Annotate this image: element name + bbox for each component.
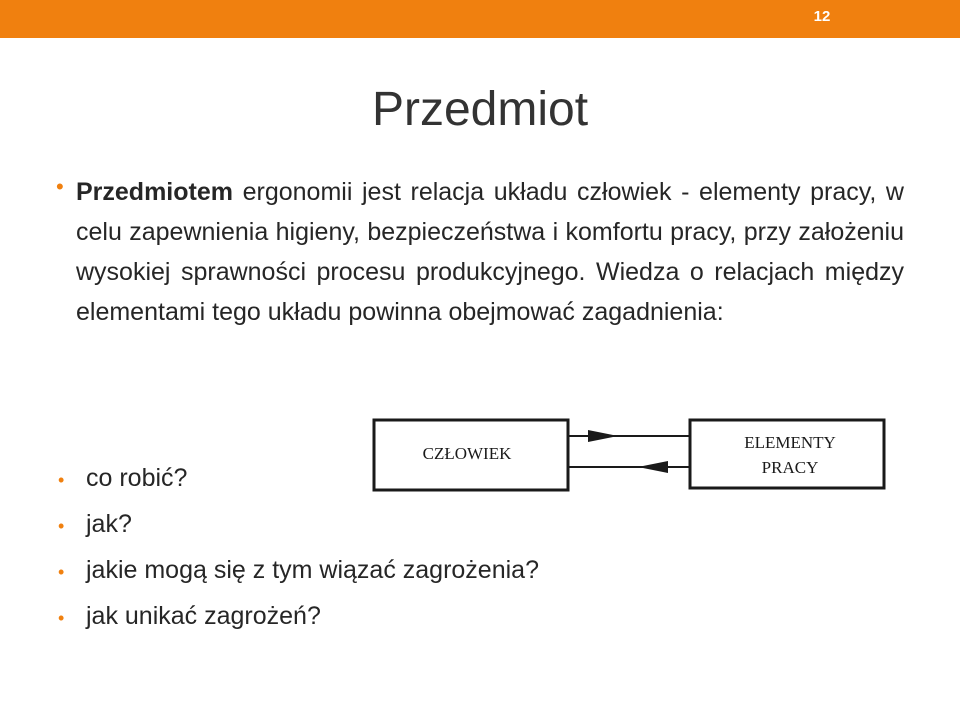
sub-bullet-item: • jakie mogą się z tym wiązać zagrożenia…: [56, 550, 756, 596]
diagram-arrow-right-icon: [588, 430, 618, 442]
sub-bullet-item: • co robić?: [56, 458, 756, 504]
diagram-label-pracy: PRACY: [762, 458, 819, 477]
sub-bullet-item: • jak?: [56, 504, 756, 550]
bullet-dot-icon: •: [58, 608, 65, 628]
sub-bullet-text: jak?: [86, 510, 132, 538]
sub-bullet-text: jakie mogą się z tym wiązać zagrożenia?: [86, 556, 539, 584]
slide-title: Przedmiot: [371, 83, 589, 136]
relation-diagram: CZŁOWIEK ELEMENTY PRACY: [372, 418, 886, 492]
diagram-arrow-left-icon: [638, 461, 668, 473]
main-bullet-bold-lead: Przedmiotem: [76, 178, 233, 206]
main-bullet-text: Przedmiotem ergonomii jest relacja układ…: [76, 172, 904, 332]
slide-number: 12: [813, 8, 831, 25]
bullet-dot-icon: •: [58, 516, 65, 536]
main-bullet-body: ergonomii jest relacja układu człowiek -…: [76, 178, 904, 326]
sub-bullet-list: • co robić? • jak? • jakie mogą się z ty…: [56, 458, 756, 642]
diagram-label-elementy: ELEMENTY: [744, 433, 836, 452]
sub-bullet-text: co robić?: [86, 464, 188, 492]
top-accent-bar: 12: [0, 0, 960, 38]
bullet-dot-icon: •: [58, 470, 65, 490]
diagram-label-czlowiek: CZŁOWIEK: [423, 444, 512, 463]
main-bullet: • Przedmiotem ergonomii jest relacja ukł…: [56, 172, 904, 332]
bullet-dot-icon: •: [56, 174, 64, 199]
bullet-dot-icon: •: [58, 562, 65, 582]
sub-bullet-text: jak unikać zagrożeń?: [86, 602, 321, 630]
diagram-box-elementy-pracy: [688, 418, 886, 490]
diagram-box-czlowiek: [372, 418, 570, 492]
sub-bullet-item: • jak unikać zagrożeń?: [56, 596, 756, 642]
